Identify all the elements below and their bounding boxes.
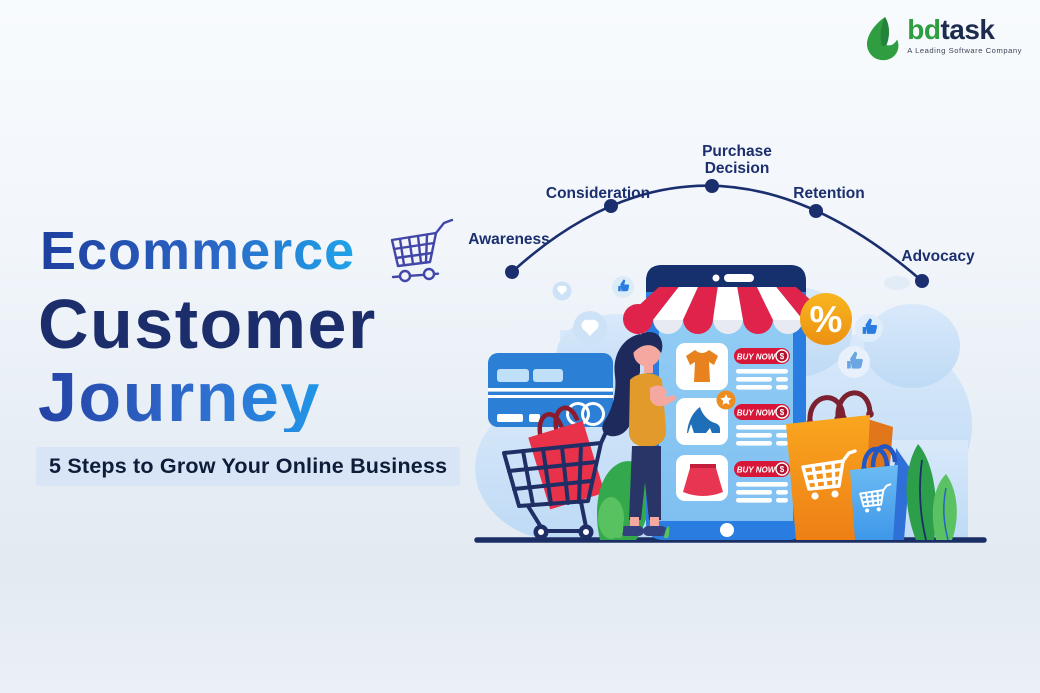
journey-label-purchase-decision: Purchase Decision <box>702 143 772 178</box>
like-icon <box>612 276 634 298</box>
high-heel-icon <box>687 407 720 433</box>
woman-hair-top <box>632 331 663 353</box>
product-card-skirt <box>676 455 728 501</box>
brand-tagline: A Leading Software Company <box>907 46 1022 55</box>
tshirt-icon <box>686 350 718 382</box>
journey-arc <box>505 179 929 288</box>
text-placeholder-bars <box>736 425 788 446</box>
home-button <box>720 523 734 537</box>
svg-text:$: $ <box>780 465 785 474</box>
svg-text:BUY NOW: BUY NOW <box>737 409 777 418</box>
svg-text:%: % <box>810 299 843 340</box>
svg-text:$: $ <box>780 408 785 417</box>
journey-label-advocacy: Advocacy <box>901 248 975 265</box>
journey-label-consideration: Consideration <box>545 185 651 202</box>
coin-icon <box>775 462 789 476</box>
woman-legs <box>629 446 661 520</box>
discount-badge: % <box>800 293 852 345</box>
phone-camera-dot <box>712 274 720 282</box>
like-icon <box>838 346 870 378</box>
bdtask-logo: bdtask A Leading Software Company <box>864 16 1022 62</box>
skirt-icon <box>683 468 723 496</box>
woman-shopper <box>602 331 677 536</box>
heart-icon <box>573 311 607 345</box>
title-journey: Journey <box>38 358 321 436</box>
like-icon <box>855 314 883 342</box>
bdtask-flame-icon <box>867 17 899 61</box>
journey-label-awareness: Awareness <box>468 231 550 248</box>
small-cloud <box>884 276 910 290</box>
journey-label-retention: Retention <box>793 185 865 202</box>
woman-top <box>628 373 667 447</box>
svg-text:$: $ <box>780 352 785 361</box>
product-card-tshirt <box>676 343 728 390</box>
journey-stage-dot <box>604 199 618 213</box>
journey-stage-dot <box>505 265 519 279</box>
product-card-shoe <box>676 390 736 445</box>
smartphone-store: BUY NOW $ BUY NOW $ BU <box>646 265 806 540</box>
buy-now-button: BUY NOW $ <box>734 348 790 364</box>
subtitle-banner: 5 Steps to Grow Your Online Business <box>36 447 461 486</box>
text-placeholder-bars <box>736 369 788 390</box>
coin-icon <box>775 349 789 363</box>
journey-stage-dot <box>915 274 929 288</box>
credit-card <box>488 353 613 427</box>
journey-stage-dot <box>705 179 719 193</box>
buy-now-label: BUY NOW <box>737 353 777 362</box>
phone-speaker <box>724 274 754 282</box>
text-placeholder-bars <box>736 482 788 503</box>
title-customer: Customer <box>38 285 377 363</box>
title-ecommerce: Ecommerce <box>40 221 356 281</box>
brand-name: bdtask <box>907 14 995 45</box>
skirt-waistband <box>690 464 716 469</box>
title-cart-icon <box>390 218 454 283</box>
buy-now-button: BUY NOW $ <box>734 404 790 420</box>
heart-icon <box>552 281 572 301</box>
coin-icon <box>775 405 789 419</box>
woman-arm <box>650 385 677 407</box>
woman-shoe <box>620 526 644 536</box>
woman-shoe <box>643 526 667 536</box>
journey-stage-dot <box>809 204 823 218</box>
star-icon <box>720 394 732 405</box>
blue-shopping-bag <box>850 444 910 540</box>
buy-now-button: BUY NOW $ <box>734 461 790 477</box>
grass-tufts <box>616 523 670 538</box>
bushes-right <box>906 444 957 541</box>
svg-text:BUY NOW: BUY NOW <box>737 466 777 475</box>
